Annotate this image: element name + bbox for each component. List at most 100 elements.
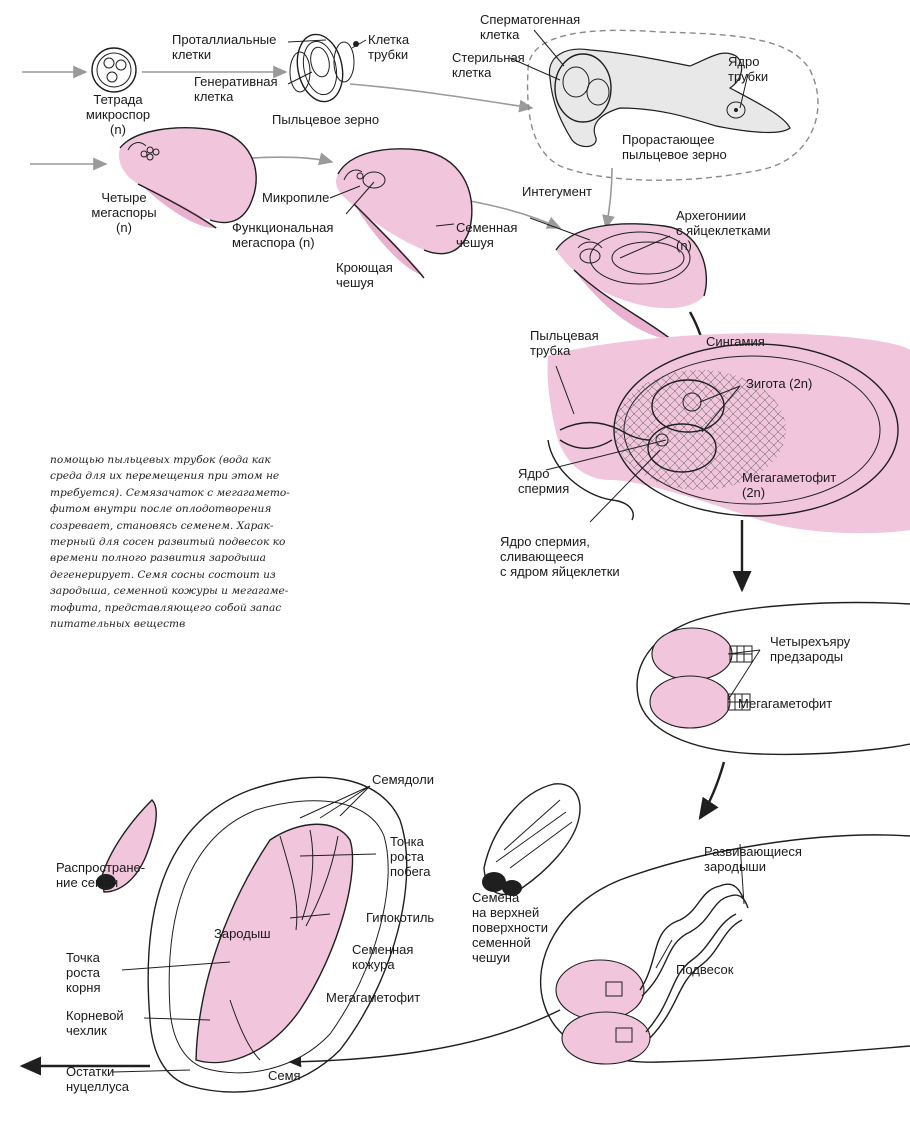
- label-line: поверхности: [472, 920, 548, 935]
- label-line: Четыре: [101, 190, 146, 205]
- label-line: Зародыш: [214, 926, 271, 941]
- label-line: пыльцевое зерно: [622, 147, 727, 162]
- label-line: роста: [66, 965, 101, 980]
- label-pollen-grain: Пыльцевое зерно: [272, 112, 379, 127]
- label-line: клетка: [452, 65, 492, 80]
- label-line: Функциональная: [232, 220, 333, 235]
- label-line: Ядро спермия,: [500, 534, 590, 549]
- arrow-megaspores-to-functional: [251, 152, 334, 166]
- germinating-pollen-drawing: [526, 29, 819, 181]
- developing-embryos-drawing: [539, 834, 910, 1065]
- label-line: Сперматогенная: [480, 12, 580, 27]
- label-line: Стерильная: [452, 50, 525, 65]
- label-line: трубки: [728, 69, 768, 84]
- label-line: клетка: [194, 89, 234, 104]
- label-line: ние семян: [56, 875, 118, 890]
- label-line: Пыльцевая: [530, 328, 599, 343]
- label-syngamy: Сингамия: [706, 334, 765, 349]
- seed-drawing: [147, 776, 408, 1093]
- arrow-pollen-to-germinating: [349, 83, 534, 113]
- proembryo-drawing: [636, 601, 910, 756]
- label-line: Зигота (2n): [746, 376, 812, 391]
- label-line: Ядро: [518, 466, 549, 481]
- label-line: Архегониии: [676, 208, 746, 223]
- arrow-to-seed: [288, 1009, 561, 1068]
- label-line: на верхней: [472, 905, 539, 920]
- label-line: Тетрада: [93, 92, 143, 107]
- label-line: Клетка: [368, 32, 410, 47]
- label-line: Генеративная: [194, 74, 278, 89]
- label-line: Семенная: [352, 942, 413, 957]
- label-line: Распростране-: [56, 860, 145, 875]
- label-line: Четырехъяру: [770, 634, 851, 649]
- label-line: Интегумент: [522, 184, 592, 199]
- tetrad-drawing: [91, 47, 137, 93]
- top-row-arrows: [22, 65, 534, 113]
- label-line: чешуя: [336, 275, 374, 290]
- label-line: семенной: [472, 935, 531, 950]
- label-line: спермия: [518, 481, 569, 496]
- label-line: чешуи: [472, 950, 510, 965]
- label-line: Гипокотиль: [366, 910, 434, 925]
- label-line: Ядро: [728, 54, 759, 69]
- label-line: трубки: [368, 47, 408, 62]
- label-line: Корневой: [66, 1008, 124, 1023]
- label-micropyle: Микропиле: [262, 190, 329, 205]
- label-line: корня: [66, 980, 101, 995]
- label-zygote: Зигота (2n): [746, 376, 812, 391]
- label-line: Кроющая: [336, 260, 393, 275]
- label-megagametophyte-2: Мегагаметофит: [326, 990, 420, 1005]
- label-cotyledons: Семядоли: [372, 772, 434, 787]
- label-line: чехлик: [66, 1023, 107, 1038]
- label-seed: Семя: [268, 1068, 301, 1083]
- label-line: клетка: [480, 27, 520, 42]
- pollen-grain-drawing: [289, 33, 359, 103]
- label-integument: Интегумент: [522, 184, 592, 199]
- dispersed-seed-drawing: [96, 799, 157, 893]
- label-line: нуцеллуса: [66, 1079, 130, 1094]
- label-line: сливающееся: [500, 549, 584, 564]
- label-line: (n): [676, 238, 692, 253]
- label-line: побега: [390, 864, 431, 879]
- label-line: Пыльцевое зерно: [272, 112, 379, 127]
- label-line: Мегагаметофит: [742, 470, 836, 485]
- label-line: Сингамия: [706, 334, 765, 349]
- label-line: (2n): [742, 485, 765, 500]
- label-suspensor: Подвесок: [676, 962, 734, 977]
- label-line: Семенная: [456, 220, 517, 235]
- label-line: Мегагаметофит: [738, 696, 832, 711]
- label-line: роста: [390, 849, 425, 864]
- label-line: Семя: [268, 1068, 301, 1083]
- label-line: (n): [116, 220, 132, 235]
- label-line: предзароды: [770, 649, 843, 664]
- megaspore-scale-2: [335, 148, 473, 279]
- label-line: Прорастающее: [622, 132, 715, 147]
- label-line: Точка: [390, 834, 425, 849]
- label-line: клетки: [172, 47, 211, 62]
- label-line: Остатки: [66, 1064, 114, 1079]
- label-line: Развивающиеся: [704, 844, 802, 859]
- ovule-on-scale: [555, 223, 708, 341]
- label-line: с яйцеклетками: [676, 223, 771, 238]
- label-line: с ядром яйцеклетки: [500, 564, 620, 579]
- label-line: Семядоли: [372, 772, 434, 787]
